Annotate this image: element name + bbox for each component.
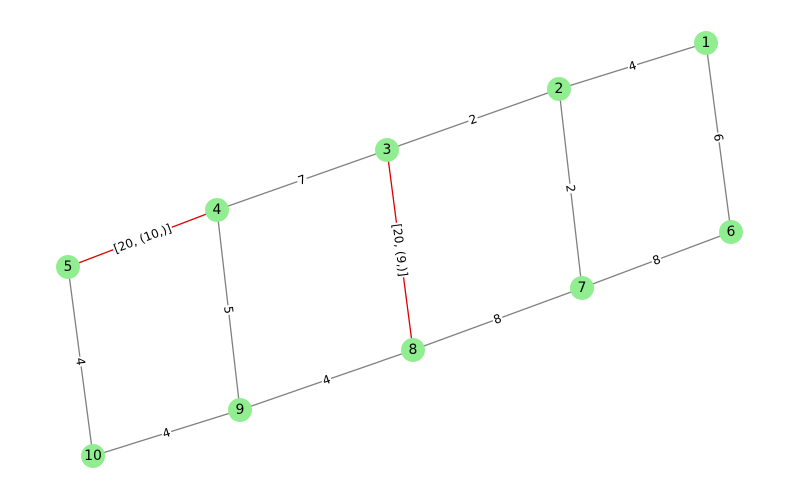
edge-label-9-10: 4 xyxy=(159,424,174,442)
edge-label-text: 2 xyxy=(563,184,578,193)
node-circle xyxy=(719,220,743,244)
node-label: 7 xyxy=(578,280,587,296)
edge-label-background xyxy=(295,171,309,189)
edge-label-6-7: 8 xyxy=(649,251,664,269)
node-circle xyxy=(205,198,229,222)
edge-label-text: 5 xyxy=(221,305,236,314)
node-circle xyxy=(228,398,252,422)
node-circle xyxy=(81,444,105,468)
edge-label-3-8: [20, (9,)] xyxy=(389,221,411,279)
node-label: 2 xyxy=(555,81,564,97)
node-8: 8 xyxy=(401,338,425,362)
node-circle xyxy=(56,255,80,279)
node-4: 4 xyxy=(205,198,229,222)
edge-label-background xyxy=(110,220,175,257)
node-3: 3 xyxy=(375,138,399,162)
node-5: 5 xyxy=(56,255,80,279)
edge-label-text: 6 xyxy=(711,133,726,142)
edge-label-background xyxy=(220,304,237,316)
edge-label-text: [20, (10,)] xyxy=(112,221,174,256)
edge-label-text: 4 xyxy=(161,425,172,441)
edge-label-text: 4 xyxy=(73,357,88,366)
node-10: 10 xyxy=(81,444,105,468)
node-label: 8 xyxy=(409,342,418,358)
edge-label-4-5: [20, (10,)] xyxy=(110,220,175,257)
edge-label-text: 8 xyxy=(492,311,504,327)
edge-label-background xyxy=(389,221,411,279)
edge-label-background xyxy=(562,182,579,195)
node-7: 7 xyxy=(570,276,594,300)
node-9: 9 xyxy=(228,398,252,422)
edge-label-7-8: 8 xyxy=(490,310,505,328)
node-label: 4 xyxy=(213,202,222,218)
edge-label-2-3: 2 xyxy=(466,111,480,128)
edge-label-1-6: 6 xyxy=(710,131,727,144)
edge-label-background xyxy=(649,251,664,269)
edge-label-5-10: 4 xyxy=(72,355,89,368)
node-6: 6 xyxy=(719,220,743,244)
edge-label-4-9: 5 xyxy=(220,304,237,316)
edge-label-text: 4 xyxy=(321,372,333,388)
edge-labels-layer: 4 6 2 2 7 [20, (9,)] [20, (10,)] 5 4 8 8 4 4 xyxy=(72,57,727,442)
edge-label-2-7: 2 xyxy=(562,182,579,195)
node-label: 3 xyxy=(383,142,392,158)
node-label: 10 xyxy=(84,448,102,464)
node-circle xyxy=(401,338,425,362)
edge-label-background xyxy=(466,111,480,128)
edge-label-1-2: 4 xyxy=(625,57,640,75)
node-1: 1 xyxy=(694,31,718,55)
node-2: 2 xyxy=(547,77,571,101)
edge-label-text: 7 xyxy=(296,172,308,188)
edge-label-background xyxy=(72,355,89,368)
node-label: 5 xyxy=(64,259,73,275)
edge-label-8-9: 4 xyxy=(319,371,334,389)
edge-label-background xyxy=(625,57,640,75)
edge-label-text: 4 xyxy=(627,58,638,74)
node-circle xyxy=(547,77,571,101)
node-label: 6 xyxy=(727,224,736,240)
edge-label-background xyxy=(490,310,505,328)
node-circle xyxy=(375,138,399,162)
node-circle xyxy=(694,31,718,55)
edge-label-background xyxy=(319,371,334,389)
edge-label-background xyxy=(710,131,727,144)
edge-label-3-4: 7 xyxy=(295,171,309,189)
edge-label-text: 2 xyxy=(467,112,479,128)
nodes-layer: 1 2 3 4 5 6 7 8 9 10 xyxy=(56,31,743,468)
node-circle xyxy=(570,276,594,300)
edge-label-background xyxy=(159,424,174,442)
node-label: 1 xyxy=(702,35,711,51)
edge-label-text: [20, (9,)] xyxy=(390,223,411,277)
node-label: 9 xyxy=(236,402,245,418)
